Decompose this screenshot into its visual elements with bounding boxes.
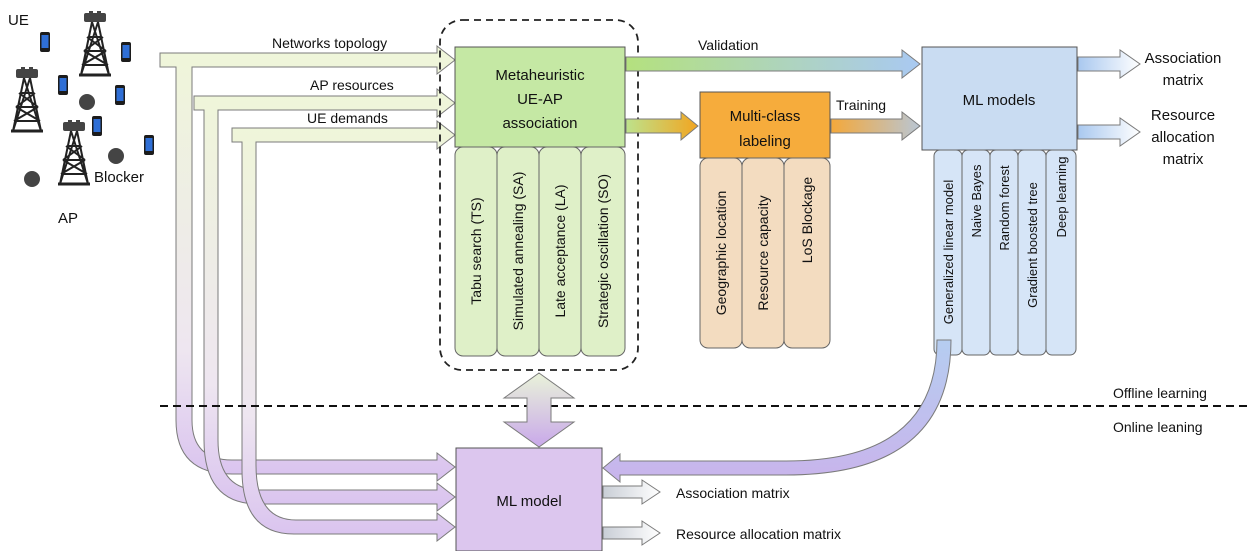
blocker-icon bbox=[79, 94, 95, 110]
metaheuristic-methods: Tabu search (TS) Simulated annealing (SA… bbox=[454, 146, 626, 357]
ap-tower-icon bbox=[56, 118, 92, 186]
online-association-label: Association matrix bbox=[676, 485, 790, 501]
ap-tower-icon bbox=[9, 65, 45, 133]
validation-label: Validation bbox=[698, 37, 758, 53]
ap-tower-icon bbox=[77, 9, 113, 77]
labeling-input-arrow bbox=[625, 110, 699, 142]
method-so-label: Strategic oscillation (SO) bbox=[595, 174, 611, 328]
ue-phone-icon bbox=[115, 85, 125, 105]
online-resource-label: Resource allocation matrix bbox=[676, 526, 841, 542]
input-flow-arrows bbox=[159, 44, 456, 543]
blocker-icon bbox=[108, 148, 124, 164]
labeling-features: Geographic location Resource capacity Lo… bbox=[699, 157, 831, 349]
model-dl-label: Deep learning bbox=[1054, 157, 1069, 238]
metaheuristic-group-border bbox=[439, 19, 639, 371]
ue-phone-icon bbox=[58, 75, 68, 95]
offline-association-line2: matrix bbox=[1163, 72, 1204, 89]
model-glm-label: Generalized linear model bbox=[941, 180, 956, 325]
feature-los-card bbox=[783, 157, 831, 349]
online-ml-model-title: ML model bbox=[496, 493, 561, 510]
ue-phone-icon bbox=[40, 32, 50, 52]
training-arrow bbox=[830, 110, 921, 142]
ap-resources-arrow bbox=[193, 87, 456, 513]
ue-demands-arrow bbox=[231, 119, 456, 543]
networks-topology-label: Networks topology bbox=[272, 35, 387, 51]
network-scenario-illustration: UE Blocker AP bbox=[8, 9, 154, 227]
offline-resource-line2: allocation bbox=[1151, 129, 1214, 146]
feature-geographic-label: Geographic location bbox=[713, 191, 729, 316]
online-association-arrow bbox=[602, 479, 661, 505]
bidirectional-arrow bbox=[502, 372, 576, 448]
method-tabu-label: Tabu search (TS) bbox=[468, 197, 484, 304]
model-gbt-label: Gradient boosted tree bbox=[1025, 182, 1040, 308]
ue-phone-icon bbox=[92, 116, 102, 136]
ue-phone-icon bbox=[144, 135, 154, 155]
ml-model-list: Generalized linear model Naive Bayes Ran… bbox=[933, 149, 1077, 356]
deploy-model-arrow bbox=[602, 339, 952, 484]
ap-resources-label: AP resources bbox=[310, 77, 394, 93]
ap-label: AP bbox=[58, 210, 78, 227]
online-ml-model-box bbox=[455, 447, 603, 551]
method-la-label: Late acceptance (LA) bbox=[552, 184, 568, 317]
labeling-title-line2: labeling bbox=[739, 133, 791, 150]
method-so-card bbox=[580, 146, 626, 357]
training-label: Training bbox=[836, 97, 886, 113]
offline-resource-line1: Resource bbox=[1151, 107, 1215, 124]
offline-learning-label: Offline learning bbox=[1113, 385, 1207, 401]
offline-association-arrow bbox=[1077, 49, 1141, 79]
metaheuristic-title-line2: UE-AP bbox=[517, 91, 563, 108]
offline-association-line1: Association bbox=[1145, 50, 1222, 67]
blocker-label: Blocker bbox=[94, 169, 144, 186]
blocker-icon bbox=[24, 171, 40, 187]
validation-arrow bbox=[625, 48, 921, 80]
networks-topology-arrow bbox=[159, 44, 456, 483]
feature-los-label: LoS Blockage bbox=[799, 177, 815, 264]
metaheuristic-title-line1: Metaheuristic bbox=[495, 67, 585, 84]
method-sa-label: Simulated annealing (SA) bbox=[510, 172, 526, 331]
ml-models-box bbox=[921, 46, 1078, 151]
labeling-box bbox=[699, 91, 831, 159]
ue-phone-icon bbox=[121, 42, 131, 62]
model-rf-label: Random forest bbox=[997, 165, 1012, 251]
metaheuristic-title-line3: association bbox=[502, 115, 577, 132]
metaheuristic-box bbox=[454, 46, 626, 148]
feature-resource-label: Resource capacity bbox=[755, 195, 771, 310]
offline-resource-line3: matrix bbox=[1163, 151, 1204, 168]
model-dl-card bbox=[1045, 149, 1077, 356]
labeling-title-line1: Multi-class bbox=[730, 108, 801, 125]
ue-label: UE bbox=[8, 12, 29, 29]
online-learning-label: Online leaning bbox=[1113, 419, 1203, 435]
model-nb-label: Naive Bayes bbox=[969, 164, 984, 237]
ue-demands-label: UE demands bbox=[307, 110, 388, 126]
online-resource-arrow bbox=[602, 520, 661, 546]
ml-models-title: ML models bbox=[963, 92, 1036, 109]
offline-resource-arrow bbox=[1077, 117, 1141, 147]
